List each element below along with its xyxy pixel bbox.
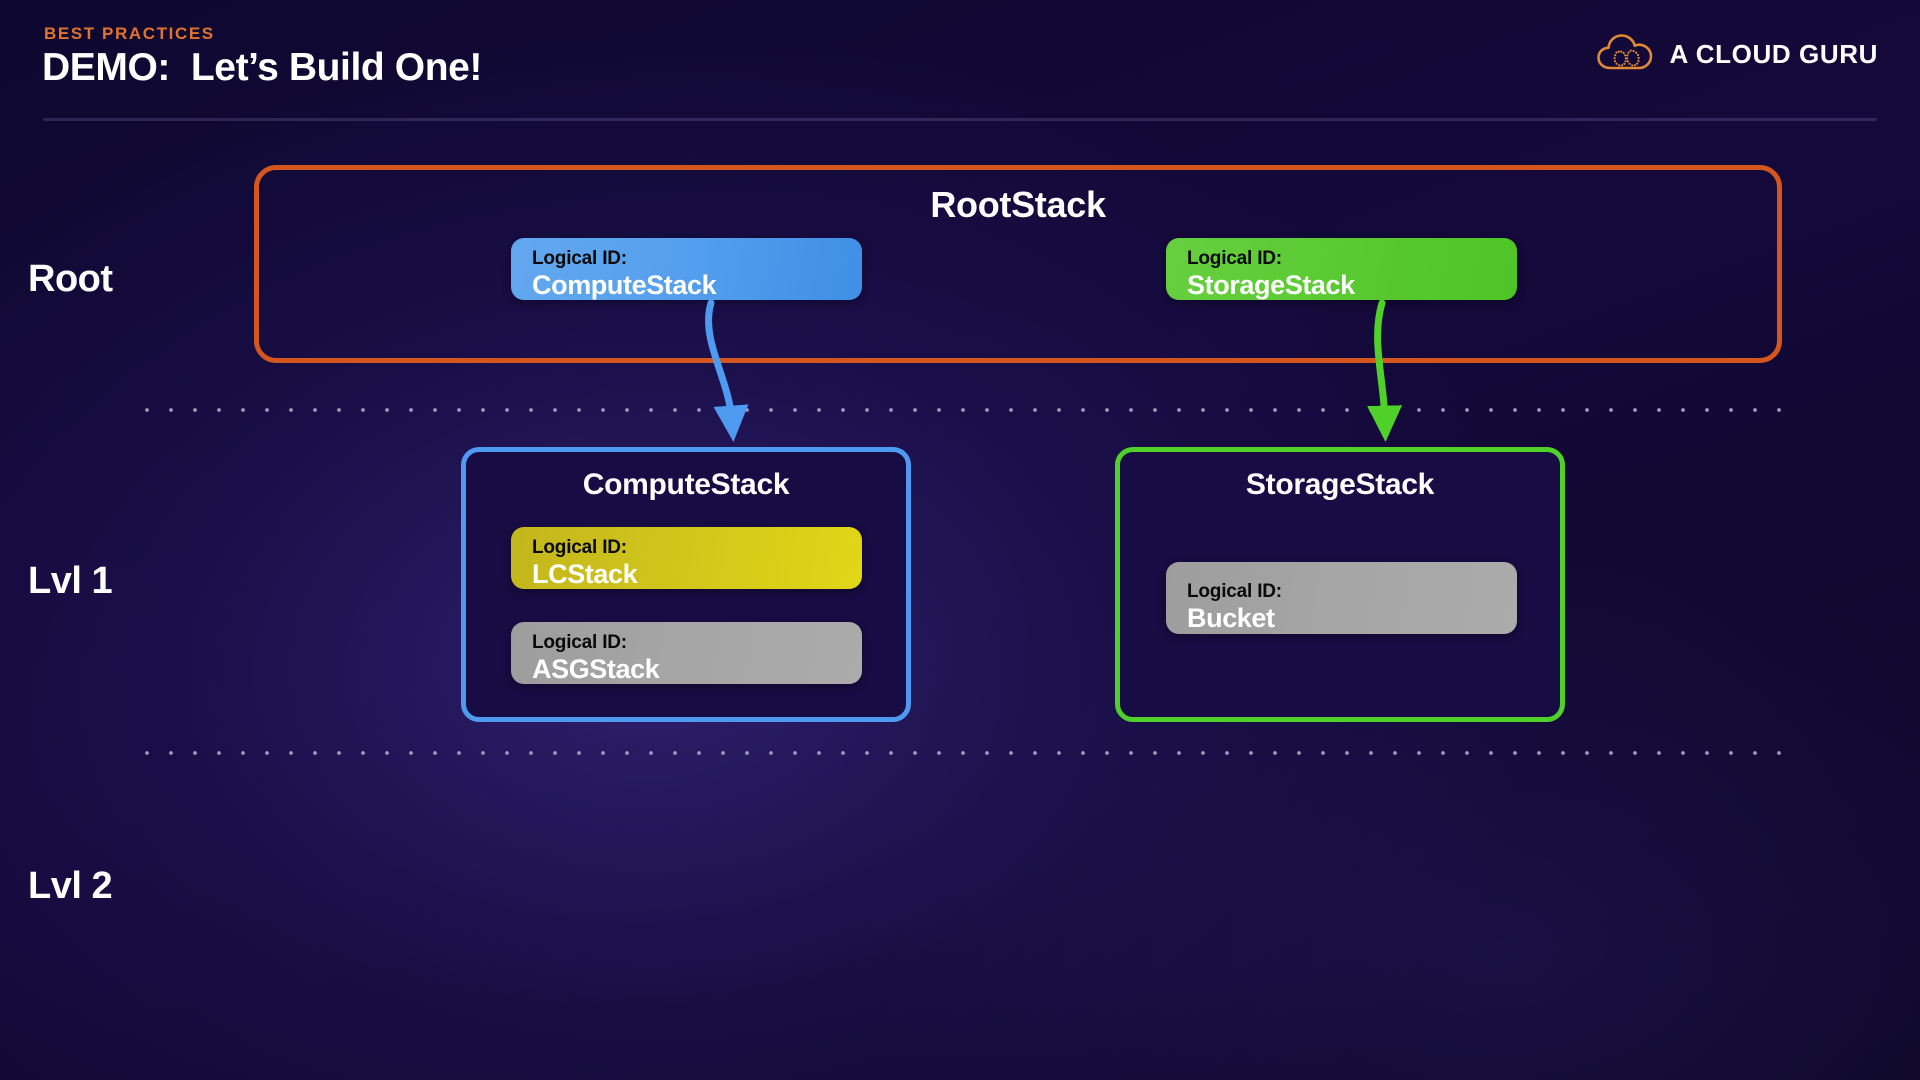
- logical-id-value: ASGStack: [532, 653, 660, 684]
- header-divider: [43, 118, 1877, 121]
- logical-id-label: Logical ID:: [1187, 248, 1282, 269]
- eyebrow-label: BEST PRACTICES: [44, 24, 215, 43]
- brand-logo: A CLOUD GURU: [1596, 30, 1878, 79]
- slide-header: BEST PRACTICES DEMO: Let’s Build One!: [0, 0, 1920, 132]
- logical-id-label: Logical ID:: [532, 632, 627, 653]
- resource-badge-computestack[interactable]: Logical ID: ComputeStack: [511, 238, 862, 300]
- lvl1-lvl2-divider: [135, 750, 1795, 756]
- resource-badge-bucket[interactable]: Logical ID: Bucket: [1166, 562, 1517, 634]
- root-stack-box: RootStack: [254, 165, 1782, 363]
- logical-id-label: Logical ID:: [532, 248, 627, 269]
- resource-badge-asgstack[interactable]: Logical ID: ASGStack: [511, 622, 862, 684]
- logical-id-value: StorageStack: [1187, 269, 1355, 300]
- level-label-lvl2: Lvl 2: [28, 865, 113, 907]
- cloud-guru-logo-icon: [1596, 30, 1654, 79]
- logical-id-label: Logical ID:: [1187, 581, 1282, 602]
- page-title: DEMO: Let’s Build One!: [42, 46, 483, 89]
- brand-name: A CLOUD GURU: [1669, 39, 1878, 69]
- logical-id-value: ComputeStack: [532, 269, 717, 300]
- resource-badge-storagestack[interactable]: Logical ID: StorageStack: [1166, 238, 1517, 300]
- compute-stack-title: ComputeStack: [582, 468, 790, 501]
- root-lvl1-divider: [135, 407, 1795, 413]
- logical-id-value: LCStack: [532, 558, 638, 589]
- resource-badge-lcstack[interactable]: Logical ID: LCStack: [511, 527, 862, 589]
- storage-stack-title: StorageStack: [1245, 468, 1435, 501]
- logical-id-label: Logical ID:: [532, 537, 627, 558]
- root-stack-title: RootStack: [930, 184, 1106, 225]
- level-label-root: Root: [28, 258, 113, 300]
- logical-id-value: Bucket: [1187, 602, 1275, 633]
- level-label-lvl1: Lvl 1: [28, 560, 113, 602]
